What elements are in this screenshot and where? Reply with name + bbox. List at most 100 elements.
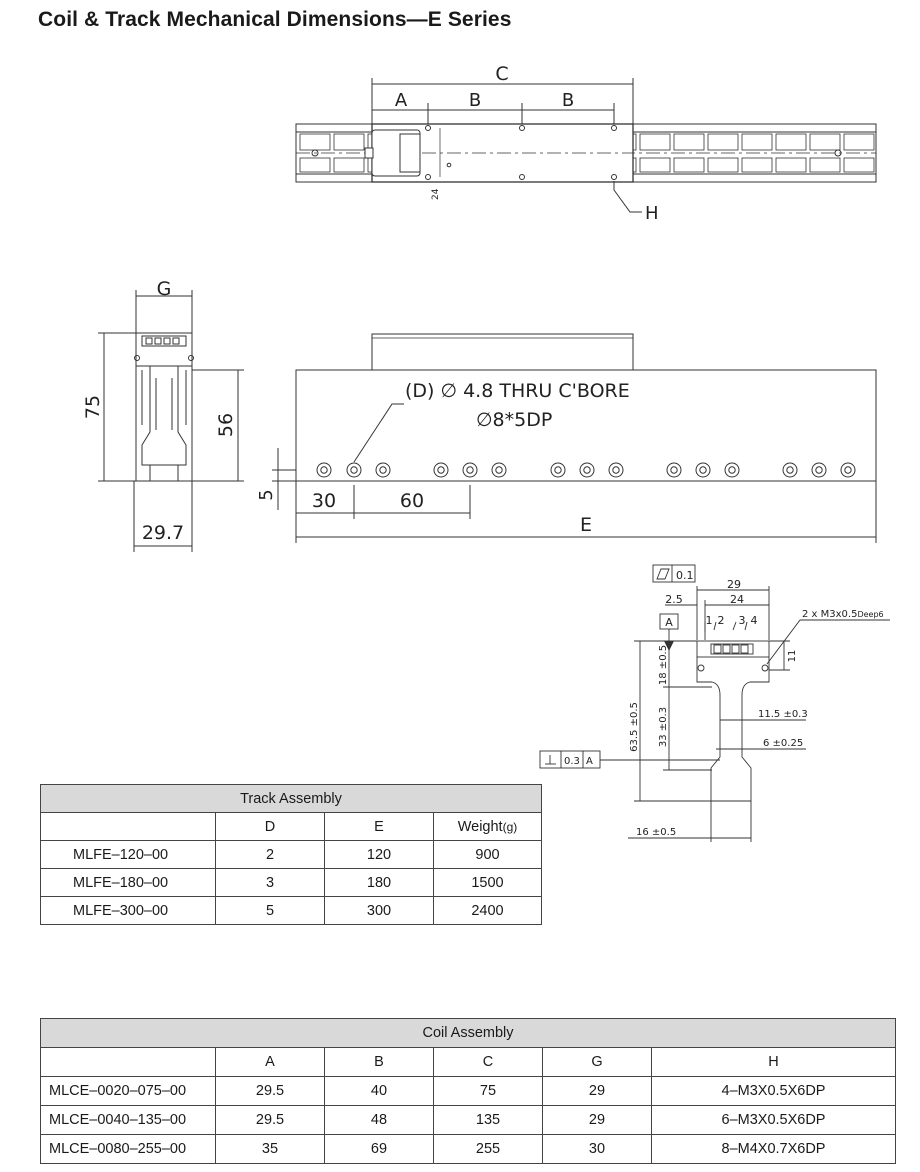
table-cell: 5 (215, 896, 325, 925)
dim-c-label: C (495, 63, 508, 85)
mounting-hole (320, 466, 328, 474)
model-cell: MLFE–120–00 (40, 840, 216, 869)
track-magnet-segment (775, 133, 807, 151)
track-assembly-table: Track Assembly D E Weight(g) MLFE–120–00… (40, 784, 542, 925)
mounting-hole (466, 466, 474, 474)
dim-b-label: B (562, 90, 574, 111)
dim-16-detail: 16 ±0.5 (636, 827, 676, 838)
pin-1-label: 1 (706, 614, 713, 627)
mounting-hole (375, 462, 391, 478)
table-cell: 48 (324, 1105, 434, 1135)
mounting-hole (554, 466, 562, 474)
track-magnet-segment (809, 157, 841, 173)
mounting-hole (786, 466, 794, 474)
column-header: B (324, 1047, 434, 1077)
column-header: D (215, 812, 325, 841)
table-cell: 40 (324, 1076, 434, 1106)
mounting-hole (550, 462, 566, 478)
column-header: G (542, 1047, 652, 1077)
mounting-hole (815, 466, 823, 474)
table-caption: Coil Assembly (40, 1018, 896, 1048)
pin-2-label: 2 (718, 614, 725, 627)
mounting-hole (437, 466, 445, 474)
table-cell: 2400 (433, 896, 542, 925)
track-magnet-segment (333, 157, 365, 173)
table-cell: 29 (542, 1076, 652, 1106)
table-cell: 300 (324, 896, 434, 925)
mounting-hole (724, 462, 740, 478)
screw-callout: 2 x M3x0.5Deep6 (802, 609, 884, 620)
table-cell: 30 (542, 1134, 652, 1164)
mounting-hole (316, 462, 332, 478)
column-header-weight: Weight(g) (433, 812, 542, 841)
mounting-hole (495, 466, 503, 474)
table-cell: 29 (542, 1105, 652, 1135)
model-cell: MLCE–0020–075–00 (40, 1076, 216, 1106)
dim-11-5-detail: 11.5 ±0.3 (758, 709, 808, 720)
mounting-hole (433, 462, 449, 478)
table-header-row: D E Weight(g) (40, 812, 542, 841)
track-magnet-segment (843, 157, 875, 173)
mounting-hole (350, 466, 358, 474)
dim-11-detail: 11 (787, 650, 798, 663)
dim-b-label: B (469, 90, 481, 111)
dim-g-label: G (157, 278, 172, 300)
mounting-hole (491, 462, 507, 478)
dim-56-label: 56 (215, 413, 237, 437)
model-cell: MLCE–0040–135–00 (40, 1105, 216, 1135)
dim-60-label: 60 (400, 490, 424, 512)
dim-30-label: 30 (312, 490, 336, 512)
table-cell: 2 (215, 840, 325, 869)
track-magnet-segment (333, 133, 365, 151)
dim-29-detail: 29 (727, 578, 741, 591)
table-cell: 6–M3X0.5X6DP (651, 1105, 896, 1135)
dim-75-label: 75 (82, 395, 104, 419)
mounting-hole (699, 466, 707, 474)
pin-4-label: 4 (751, 614, 758, 627)
datum-a-label: A (665, 616, 673, 629)
table-cell: 135 (433, 1105, 543, 1135)
coil-assembly-table: Coil Assembly A B C G H MLCE–0020–075–00… (40, 1018, 896, 1164)
detail-view (539, 564, 890, 842)
dim-24-detail: 24 (730, 593, 744, 606)
table-cell: 900 (433, 840, 542, 869)
track-magnet-segment (843, 133, 875, 151)
table-cell: 29.5 (215, 1105, 325, 1135)
flatness-value: 0.1 (676, 569, 694, 582)
table-cell: 69 (324, 1134, 434, 1164)
track-magnet-segment (673, 133, 705, 151)
dim-a-label: A (395, 90, 408, 111)
mounting-hole (346, 462, 362, 478)
dim-18-detail: 18 ±0.5 (658, 645, 669, 685)
mounting-hole (728, 466, 736, 474)
track-magnet-segment (741, 133, 773, 151)
table-cell: 4–M3X0.5X6DP (651, 1076, 896, 1106)
perpendicularity-ref: A (586, 756, 593, 767)
mounting-hole (840, 462, 856, 478)
track-magnet-segment (299, 133, 331, 151)
table-cell: 3 (215, 868, 325, 897)
table-caption: Track Assembly (40, 784, 542, 813)
dim-h-label: H (645, 203, 659, 224)
table-cell: 255 (433, 1134, 543, 1164)
dim-63-5-detail: 63.5 ±0.5 (629, 702, 640, 752)
track-magnet-segment (741, 157, 773, 173)
mounting-hole (782, 462, 798, 478)
mounting-hole (695, 462, 711, 478)
track-magnet-segment (299, 157, 331, 173)
table-cell: 35 (215, 1134, 325, 1164)
column-header: E (324, 812, 434, 841)
table-cell: 8–M4X0.7X6DP (651, 1134, 896, 1164)
mounting-hole (608, 462, 624, 478)
pin-3-label: 3 (739, 614, 746, 627)
dim-24-label: 24 (431, 188, 441, 200)
column-header (40, 1047, 216, 1077)
table-cell: 120 (324, 840, 434, 869)
top-view (295, 78, 877, 213)
dim-29-7-label: 29.7 (142, 522, 184, 544)
